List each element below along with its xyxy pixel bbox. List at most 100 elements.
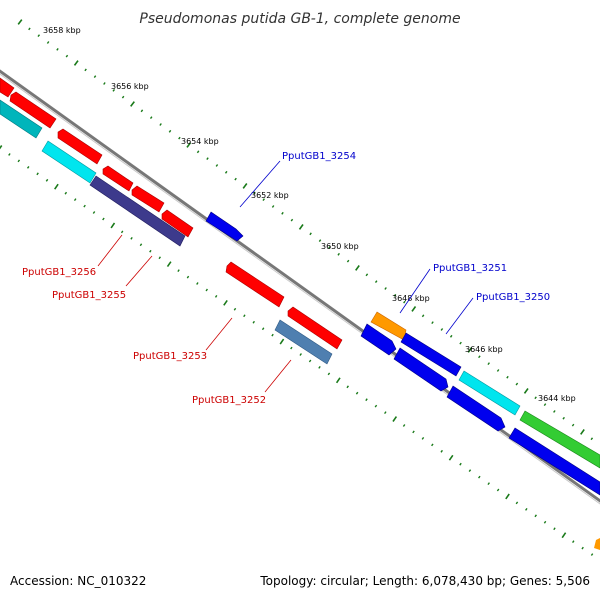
gene-feature-3251[interactable] (400, 332, 462, 377)
inner-tick (0, 145, 3, 150)
inner-tick (515, 501, 519, 505)
gene-feature-3253[interactable] (225, 261, 285, 308)
inner-tick (525, 507, 528, 511)
inner-tick (120, 230, 124, 234)
outer-tick (215, 164, 219, 167)
tick-label-3646: 3646 kbp (465, 345, 503, 354)
inner-tick (158, 256, 161, 260)
outer-tick (421, 314, 425, 318)
inner-tick (448, 454, 454, 461)
inner-tick (421, 436, 425, 440)
inner-tick (45, 178, 49, 182)
outer-tick (65, 54, 69, 58)
gene-feature-3252[interactable] (287, 306, 343, 350)
outer-tick (196, 150, 200, 154)
gene-feature-cyan-mid[interactable] (41, 140, 97, 184)
tick-label-3648: 3648 kbp (392, 294, 430, 303)
inner-tick (139, 243, 143, 247)
outer-tick (130, 101, 135, 107)
gene-feature-red-2[interactable] (9, 91, 57, 129)
inner-tick (214, 295, 218, 298)
gene-feature-steelblue[interactable] (274, 319, 333, 365)
outer-tick (93, 75, 97, 79)
gene-label-3253[interactable]: PputGB1_3253 (133, 351, 207, 362)
inner-tick (261, 327, 265, 331)
outer-tick (571, 423, 575, 427)
gene-feature-red-3[interactable] (57, 128, 103, 165)
outer-tick (186, 142, 192, 148)
outer-tick (318, 239, 322, 243)
outer-tick (496, 369, 500, 372)
gene-feature-cyan-left[interactable] (0, 99, 43, 139)
gene-label-3250[interactable]: PputGB1_3250 (476, 292, 550, 303)
gene-labels: PputGB1_3254 PputGB1_3251 PputGB1_3250 P… (22, 151, 550, 406)
gene-feature-3254[interactable] (205, 211, 244, 242)
gene-feature-blue-a[interactable] (360, 323, 397, 356)
inner-tick (412, 430, 415, 434)
genome-backbone-highlight (0, 73, 600, 505)
outer-tick (337, 252, 340, 256)
outer-tick (37, 34, 41, 38)
inner-tick (534, 514, 537, 518)
gene-label-3255[interactable]: PputGB1_3255 (52, 290, 126, 301)
gene-feature-3256[interactable] (89, 175, 186, 247)
inner-tick (271, 333, 274, 337)
outer-tick (403, 300, 406, 304)
outer-tick (84, 68, 87, 72)
outer-tick (103, 82, 106, 85)
gene-feature-orange-corner[interactable] (594, 538, 600, 550)
outer-tick (440, 328, 444, 331)
inner-tick (26, 165, 30, 169)
outer-tick (355, 265, 360, 271)
outer-tick (365, 273, 369, 277)
outer-tick (159, 123, 162, 126)
inner-tick (130, 237, 133, 240)
gene-feature-blue-d[interactable] (508, 427, 600, 496)
inner-tick (590, 553, 594, 556)
outer-tick (168, 129, 172, 133)
outer-tick (178, 136, 181, 140)
inner-tick (318, 365, 321, 369)
inner-tick (572, 540, 575, 543)
inner-tick (459, 462, 462, 466)
inner-tick (327, 372, 331, 376)
gene-label-3256[interactable]: PputGB1_3256 (22, 267, 96, 278)
outer-tick (459, 341, 462, 345)
inner-tick (223, 299, 228, 306)
outer-tick (478, 355, 481, 359)
inner-tick (233, 307, 237, 311)
inner-tick (478, 475, 481, 479)
outer-tick (562, 416, 565, 420)
outer-tick (121, 95, 125, 99)
gene-feature-red-1[interactable] (0, 77, 15, 98)
inner-tick (384, 411, 387, 415)
genome-backbone (0, 69, 600, 503)
inner-tick (365, 398, 368, 402)
gene-feature-blue-b[interactable] (393, 347, 449, 392)
inner-tick (243, 314, 246, 318)
gene-feature-green[interactable] (519, 410, 600, 469)
inner-tick (402, 424, 406, 427)
gene-label-3254[interactable]: PputGB1_3254 (282, 151, 356, 162)
inner-tick (346, 385, 349, 389)
gene-feature-red-6[interactable] (161, 209, 194, 238)
gene-feature-3250[interactable] (446, 385, 506, 432)
outer-tick (271, 205, 275, 208)
gene-label-3251[interactable]: PputGB1_3251 (433, 263, 507, 274)
outer-tick (487, 362, 490, 366)
gene-label-3252[interactable]: PputGB1_3252 (192, 395, 266, 406)
outer-tick (56, 47, 59, 51)
inner-tick (205, 288, 208, 292)
inner-tick (374, 404, 378, 408)
outer-tick (431, 321, 434, 325)
inner-tick (431, 443, 434, 447)
gene-feature-red-5[interactable] (131, 185, 165, 213)
gene-feature-red-4[interactable] (102, 165, 134, 192)
inner-tick (355, 391, 359, 395)
gene-feature-cyan-3646[interactable] (458, 370, 521, 416)
inner-tick (64, 191, 68, 195)
inner-tick (36, 172, 39, 176)
outer-tick (242, 183, 248, 189)
inner-tick (335, 377, 341, 384)
topology-text: Topology: circular; Length: 6,078,430 bp… (260, 574, 590, 588)
